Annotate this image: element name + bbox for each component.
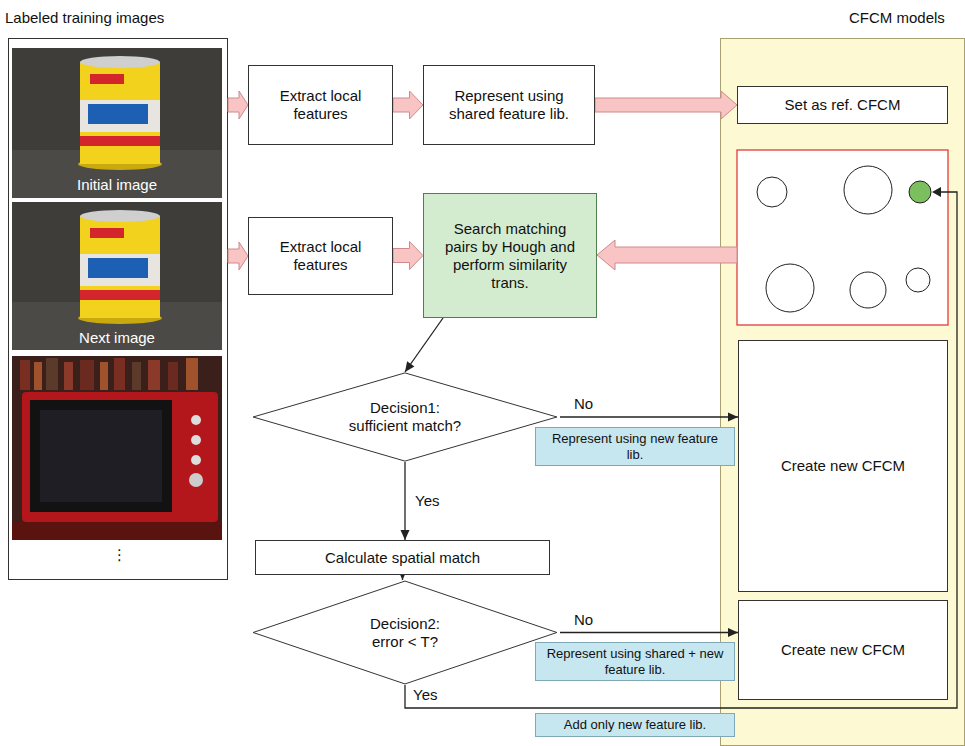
connector — [393, 242, 423, 270]
process-box: Extract local features — [248, 217, 393, 295]
note-box: Add only new feature lib. — [535, 713, 735, 737]
block-arrow — [393, 242, 423, 270]
edge-label: No — [572, 395, 595, 413]
node-text: Represent using new feature lib. — [542, 431, 728, 462]
connector — [401, 462, 410, 540]
note-box: Represent using shared + new feature lib… — [535, 642, 735, 681]
image-panel: Labeled training images — [8, 38, 228, 580]
node-text: Create new CFCM — [781, 457, 905, 475]
block-arrow — [595, 91, 737, 119]
training-photo — [12, 202, 222, 350]
node-text: Calculate spatial match — [325, 549, 480, 567]
connector — [398, 570, 407, 580]
decision-diamond: Decision2: error < T? — [250, 580, 560, 685]
image-label: Next image — [12, 329, 222, 347]
node-text: Create new CFCM — [781, 641, 905, 659]
connector — [393, 91, 423, 119]
connector-line — [405, 318, 443, 372]
connector — [595, 91, 737, 119]
cfcm-model-graph — [737, 150, 948, 325]
node-text: Decision2: error < T? — [358, 615, 453, 651]
note-box: Represent using new feature lib. — [535, 427, 735, 466]
connector — [560, 413, 738, 422]
model-panel: CFCM modelsSet as ref. CFCMCreate new CF… — [720, 38, 965, 746]
arrow-head — [932, 187, 941, 197]
block-arrow — [393, 91, 423, 119]
process-box: Represent using shared feature lib. — [423, 65, 595, 145]
decision-diamond: Decision1: sufficient match? — [250, 372, 560, 462]
image-label: Initial image — [12, 176, 222, 194]
process-box: Search matching pairs by Hough and perfo… — [423, 193, 597, 318]
training-photo — [12, 48, 222, 198]
connector — [560, 628, 738, 637]
process-box: Set as ref. CFCM — [737, 86, 948, 124]
update-loop-line — [405, 192, 957, 708]
block-arrow — [228, 242, 248, 270]
panel-heading: CFCM models — [849, 9, 945, 27]
node-text: Represent using shared feature lib. — [434, 87, 584, 123]
connector-line — [560, 632, 738, 633]
arrow-head — [728, 628, 738, 637]
block-arrow — [597, 240, 737, 270]
microwave-photo — [12, 356, 222, 540]
connector-line — [402, 575, 403, 580]
node-text: Represent using shared + new feature lib… — [542, 646, 728, 677]
diamond-shape — [253, 373, 557, 461]
image-label: ⋮ — [112, 546, 127, 564]
panel-heading: Labeled training images — [5, 9, 164, 27]
process-box: Calculate spatial match — [255, 540, 550, 575]
edge-label: No — [572, 611, 595, 629]
model-box: Create new CFCM — [738, 340, 948, 592]
arrow-head — [405, 361, 414, 372]
node-text: Extract local features — [259, 238, 382, 274]
connector-line — [404, 462, 405, 540]
block-arrow — [228, 91, 248, 119]
arrow-head — [398, 570, 407, 580]
edge-label: Yes — [413, 492, 441, 510]
image-label: Yes — [413, 686, 437, 704]
node-text: Extract local features — [259, 87, 382, 123]
connector — [405, 318, 443, 372]
process-box: Extract local features — [248, 65, 393, 145]
arrow-head — [401, 530, 410, 540]
node-text: Decision1: sufficient match? — [345, 399, 465, 435]
connector — [228, 242, 248, 270]
connector — [228, 91, 248, 119]
arrow-head — [728, 413, 738, 422]
node-text: Search matching pairs by Hough and perfo… — [443, 220, 578, 292]
model-box: Create new CFCM — [738, 600, 948, 700]
node-text: Set as ref. CFCM — [785, 96, 901, 114]
node-text: Add only new feature lib. — [564, 717, 706, 733]
connector-line — [560, 416, 738, 417]
diamond-shape — [253, 581, 557, 684]
